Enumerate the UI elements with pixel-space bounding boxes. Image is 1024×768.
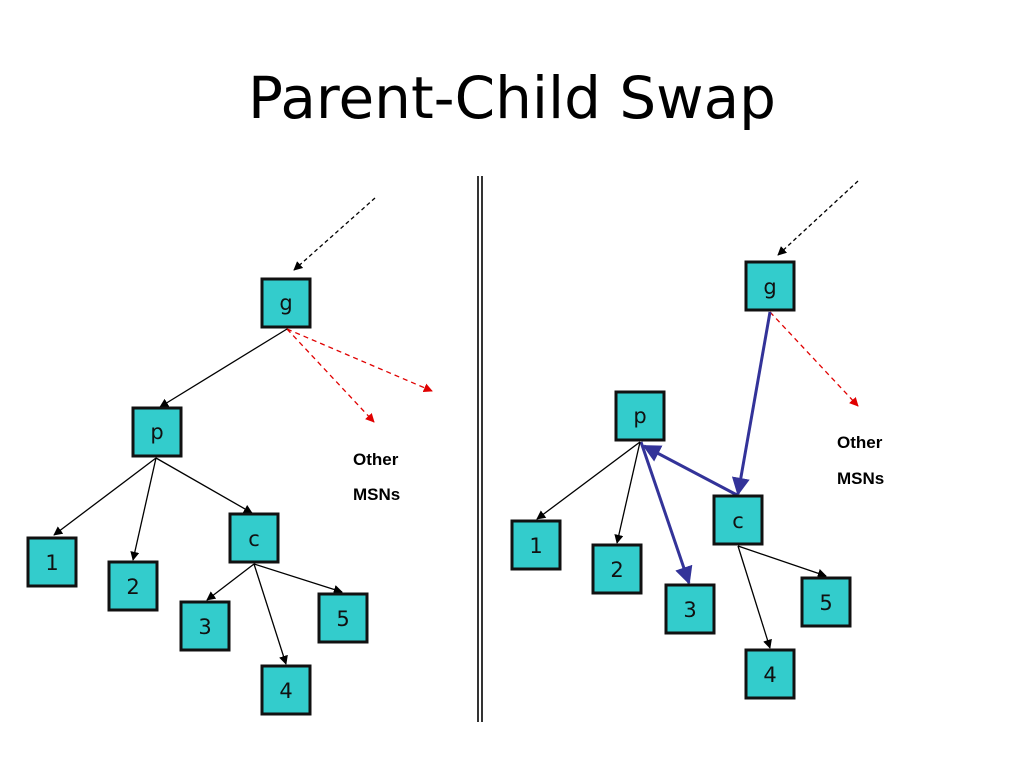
- tree-node: 3: [664, 583, 716, 635]
- node-label: 5: [819, 591, 832, 615]
- node-label: c: [248, 527, 260, 551]
- tree-node: c: [712, 494, 764, 546]
- tree-node: 2: [107, 560, 159, 612]
- node-label: 2: [610, 558, 623, 582]
- node-label: 1: [45, 551, 58, 575]
- left-edge-c-4: [253, 563, 288, 665]
- tree-node: 1: [510, 519, 562, 571]
- left-tree: g p c 1 2 3 4 5 Other: [26, 197, 433, 716]
- other-msns-label: MSNs: [837, 469, 884, 488]
- node-label: p: [633, 404, 646, 428]
- node-label: p: [150, 420, 163, 444]
- left-edge-p-1: [53, 457, 157, 536]
- right-swapped-edge-g-c: [731, 311, 772, 496]
- tree-node: 4: [260, 664, 312, 716]
- node-label: 4: [763, 663, 776, 687]
- node-label: c: [732, 509, 744, 533]
- right-tree: g p c 1 2 3 4 5 Other: [510, 180, 884, 700]
- tree-node: p: [614, 390, 666, 442]
- tree-node: p: [131, 406, 183, 458]
- right-incoming-edge: [777, 180, 859, 256]
- right-edge-c-5: [737, 545, 827, 578]
- node-label: g: [763, 275, 776, 299]
- left-msn-edge: [286, 328, 375, 423]
- tree-node: g: [744, 260, 796, 312]
- tree-node: 5: [800, 576, 852, 628]
- other-msns-label: Other: [353, 450, 399, 469]
- node-label: 1: [529, 534, 542, 558]
- node-label: 3: [683, 598, 696, 622]
- left-edge-c-5: [253, 563, 343, 594]
- right-edge-p-2: [614, 441, 641, 544]
- left-edge-p-2: [130, 457, 157, 561]
- left-edge-p-c: [155, 457, 253, 514]
- node-label: g: [279, 291, 292, 315]
- other-msns-label: MSNs: [353, 485, 400, 504]
- left-incoming-edge: [293, 197, 376, 271]
- other-msns-label: Other: [837, 433, 883, 452]
- slide-title: Parent-Child Swap: [248, 64, 776, 132]
- node-label: 4: [279, 679, 292, 703]
- right-swapped-edge-c-p: [642, 444, 738, 497]
- tree-node: 2: [591, 543, 643, 595]
- tree-node: 5: [317, 592, 369, 644]
- tree-node: c: [228, 512, 280, 564]
- left-edge-c-3: [206, 563, 255, 601]
- tree-node: 1: [26, 536, 78, 588]
- node-label: 3: [198, 615, 211, 639]
- right-edge-c-4: [737, 545, 772, 649]
- node-label: 5: [336, 607, 349, 631]
- left-msn-edge: [286, 328, 433, 392]
- right-edge-p-1: [536, 441, 641, 520]
- left-edge-g-p: [159, 328, 288, 408]
- node-label: 2: [126, 575, 139, 599]
- right-msn-edge: [769, 311, 859, 407]
- center-divider: [477, 176, 483, 722]
- tree-node: 3: [179, 600, 231, 652]
- right-swapped-edge-p-3: [639, 441, 693, 585]
- tree-node: 4: [744, 648, 796, 700]
- tree-node: g: [260, 277, 312, 329]
